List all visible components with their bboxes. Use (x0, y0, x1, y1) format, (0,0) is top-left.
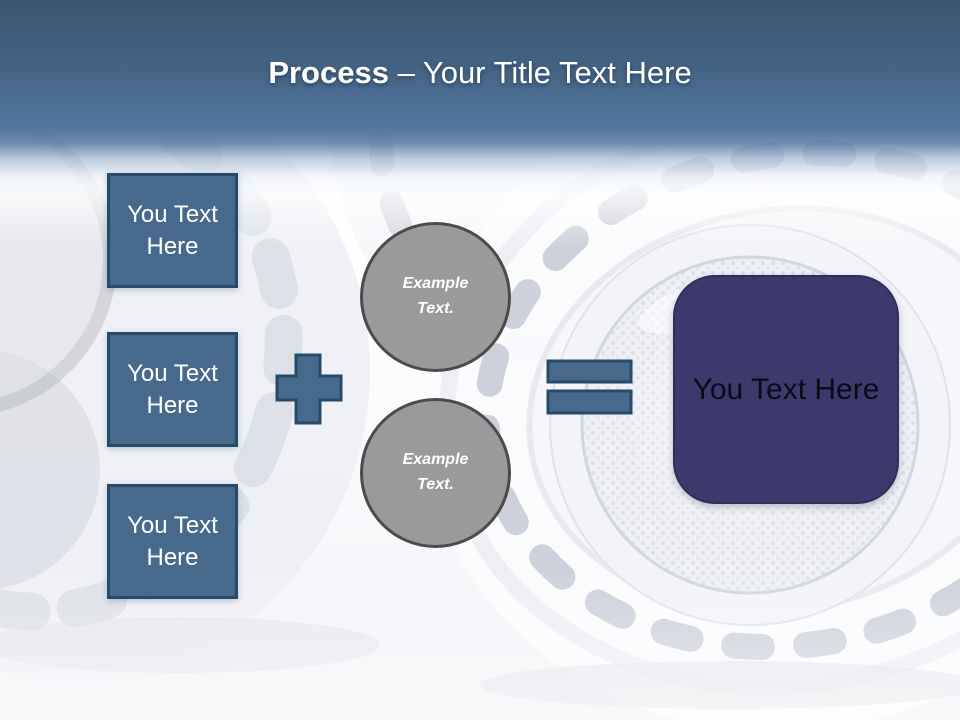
input-box-2: You Text Here (107, 332, 238, 447)
example-circle-2-line1: Example (402, 451, 469, 469)
example-circle-2: Example Text. (360, 398, 511, 548)
input-box-2-label: You Text Here (127, 359, 218, 419)
input-box-1-label: You Text Here (127, 200, 218, 260)
result-box: You Text Here (673, 275, 899, 504)
input-box-1: You Text Here (107, 173, 238, 288)
plus-icon (275, 353, 343, 425)
equals-icon (546, 359, 633, 415)
input-box-3-label: You Text Here (127, 511, 218, 571)
example-circle-2-line2: Text. (417, 476, 454, 493)
example-circle-1: Example Text. (360, 222, 511, 372)
input-box-3: You Text Here (107, 484, 238, 599)
example-circle-1-line1: Example (402, 275, 469, 293)
example-circle-1-line2: Text. (417, 300, 454, 317)
result-box-label: You Text Here (692, 372, 880, 406)
